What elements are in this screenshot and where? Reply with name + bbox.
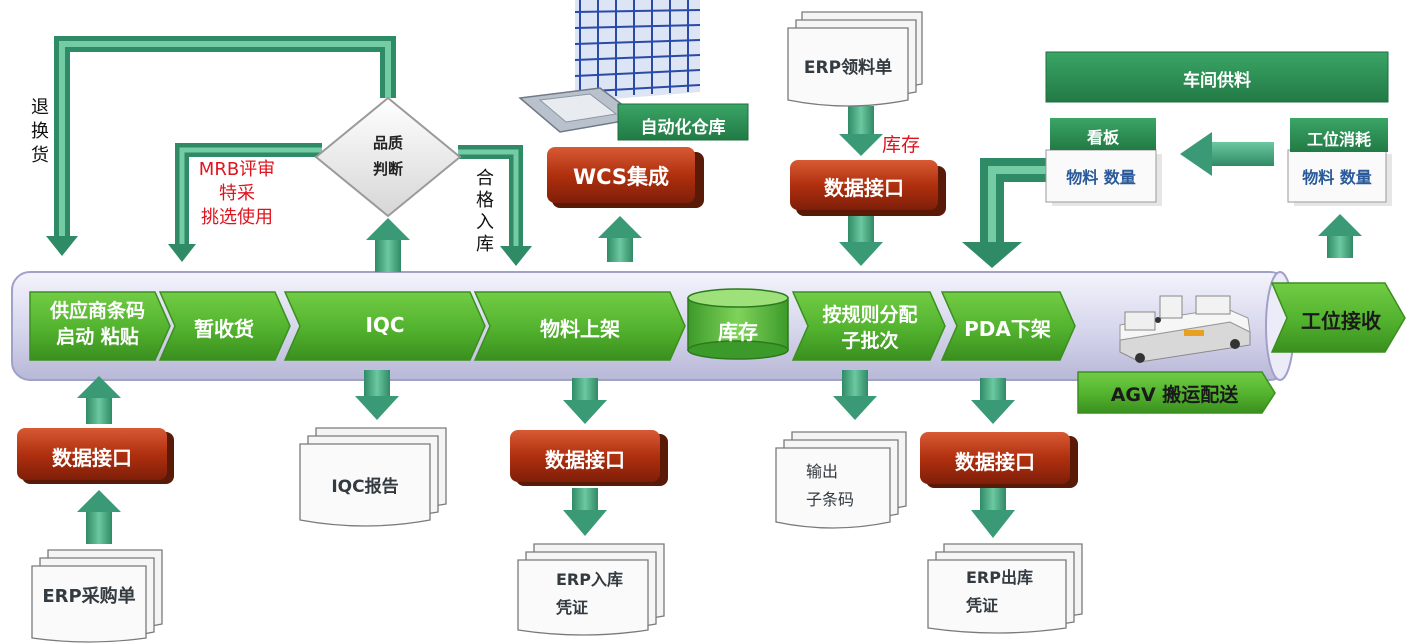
arrow-iqc-to-quality [366,218,410,272]
station-panel [1287,118,1392,206]
doc-erp-pick [787,11,923,107]
warehouse-label-box [617,103,749,141]
pass-storage-label: 合 格 入 库 [476,168,494,255]
interface-putaway-label: 数据接口 [545,448,625,472]
step-iqc [283,291,486,361]
step-inventory-label: 库存 [718,320,758,344]
agv-label-box [1077,371,1276,414]
agv-vehicle-image [1119,295,1251,363]
arrow-down-out-interface [971,378,1015,424]
step-supplier-barcode [29,291,171,361]
workshop-header [1045,51,1389,103]
doc-output-barcode [775,431,907,529]
arrow-down-erp-out [971,488,1015,538]
interface-box-putaway [510,430,668,486]
return-loop-arrow [46,36,396,256]
erp-in-label: ERP入库 凭证 [556,570,623,617]
interface-box-supplier [17,428,174,484]
doc-erp-purchase [31,549,163,643]
doc-erp-out [927,543,1083,634]
wcs-label: WCS集成 [572,165,670,189]
step-station-receipt-label: 工位接收 [1301,309,1381,333]
arrow-down-output [833,370,877,420]
step-supplier-barcode-label: 供应商条码 启动 粘贴 [49,300,145,348]
kanban-title: 看板 [1086,128,1119,147]
arrow-down-interface-pick [839,214,883,266]
step-station-receipt [1270,282,1406,353]
station-title: 工位消耗 [1306,130,1371,149]
step-pda-picking [940,291,1076,361]
quality-diamond-label: 品质 判断 [372,134,403,178]
step-allocate-batch-label: 按规则分配 子批次 [822,304,918,352]
doc-erp-in [517,543,665,636]
step-iqc-label: IQC [365,313,405,337]
step-shelving-label: 物料上架 [540,317,620,341]
doc-iqc-report [299,427,447,527]
step-allocate-batch [791,291,946,361]
step-temporary-receipt [158,291,291,361]
interface-pick-label: 数据接口 [824,176,904,200]
iqc-report-label: IQC报告 [331,477,399,497]
mrb-loop-arrow [168,143,322,262]
arrow-down-iqc-report [355,370,399,420]
kanban-body: 物料 数量 [1066,168,1136,187]
arrow-down-erp-pick [839,106,883,156]
step-shelving [473,291,686,361]
warehouse-label: 自动化仓库 [640,118,726,138]
interface-out-label: 数据接口 [955,450,1035,474]
arrow-up-station [1318,214,1362,258]
arrow-up-supplier [77,376,121,424]
agv-label: AGV 搬运配送 [1110,384,1239,406]
step-pda-picking-label: PDA下架 [964,317,1051,341]
arrow-up-erp-purchase [77,490,121,544]
arrow-station-to-kanban [1180,132,1274,176]
output-barcode-label: 输出 子条码 [806,462,855,509]
mrb-label: MRB评审 特采 挑选使用 [198,159,276,228]
erp-out-label: ERP出库 凭证 [966,568,1033,615]
station-body: 物料 数量 [1302,168,1372,187]
interface-box-out [920,432,1078,488]
workshop-title: 车间供料 [1183,71,1251,91]
interface-supplier-label: 数据接口 [52,446,132,470]
stock-label: 库存 [882,134,921,156]
return-label: 退 换 货 [31,97,49,166]
arrow-down-putaway [563,378,607,424]
step-inventory-cylinder [687,288,789,360]
arrow-kanban-to-pipe [962,158,1046,268]
interface-box-pick [790,160,946,216]
arrow-up-wcs [598,216,642,262]
erp-purchase-label: ERP采购单 [42,586,136,607]
step-temporary-receipt-label: 暂收货 [194,317,254,341]
quality-diamond [314,96,462,218]
erp-pick-label: ERP领料单 [803,58,893,78]
kanban-panel [1045,118,1162,206]
wcs-box [547,147,704,208]
pass-storage-arrow [458,145,532,266]
arrow-down-erp-in [563,488,607,536]
